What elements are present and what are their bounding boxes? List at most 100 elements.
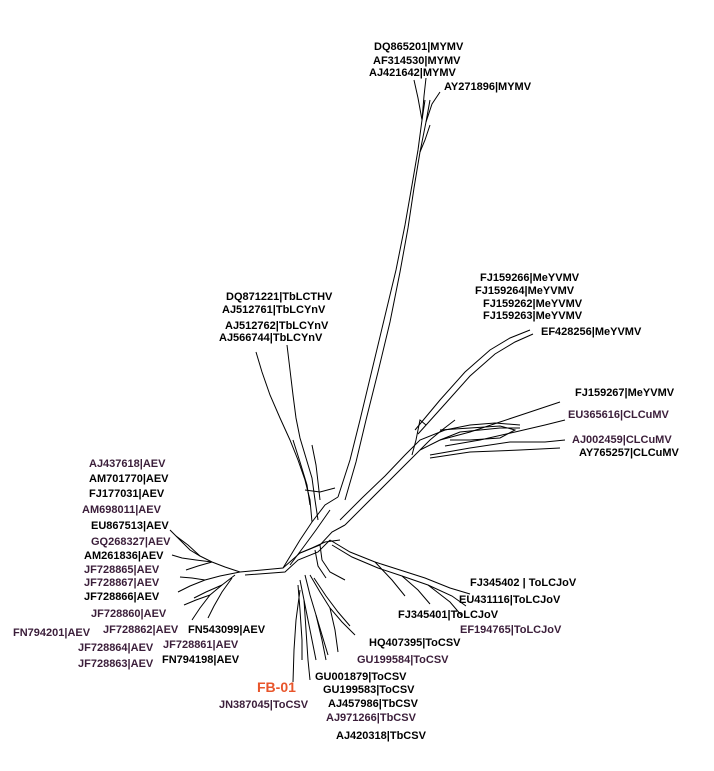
taxon-label: AM698011|AEV xyxy=(82,504,162,516)
meyvmv-branch xyxy=(444,419,566,447)
taxon-label: GQ268327|AEV xyxy=(91,536,171,548)
aev-branch xyxy=(191,574,236,621)
meyvmv-branch xyxy=(344,427,520,526)
taxon-label: GU001879|ToCSV xyxy=(315,671,407,683)
meyvmv-branch xyxy=(417,333,534,435)
aev-branch xyxy=(179,576,206,581)
core-branch xyxy=(289,509,331,566)
taxon-label: JF728862|AEV xyxy=(103,624,179,636)
taxon-label: FN794198|AEV xyxy=(162,654,240,666)
taxon-label: AJ420318|TbCSV xyxy=(336,730,427,742)
taxon-label: AJ512762|TbLCYnV xyxy=(225,320,329,332)
core-branch xyxy=(319,544,346,581)
tblc-branch xyxy=(304,487,336,493)
taxon-label: JF728863|AEV xyxy=(78,658,154,670)
taxon-label: JN387045|ToCSV xyxy=(219,699,309,711)
taxon-label: EF194765|ToLCJoV xyxy=(460,624,562,636)
mymv-branch xyxy=(337,99,426,498)
taxon-label: FJ159266|MeYVMV xyxy=(480,272,580,284)
taxon-label: EU867513|AEV xyxy=(91,520,169,532)
taxon-label: AJ002459|CLCuMV xyxy=(572,434,672,446)
tocsv-branch xyxy=(292,589,301,683)
highlighted-isolate-label: FB-01 xyxy=(257,679,296,695)
tocsv-branch xyxy=(299,579,317,661)
taxon-label: DQ865201|MYMV xyxy=(374,41,464,53)
taxon-label: AJ512761|TbLCYnV xyxy=(222,304,326,316)
taxon-label: EF428256|MeYVMV xyxy=(541,326,642,338)
taxon-label: GU199584|ToCSV xyxy=(357,654,449,666)
taxon-label: EU431116|ToLCJoV xyxy=(459,594,561,606)
taxon-label: AM701770|AEV xyxy=(89,473,169,485)
taxon-label: AY765257|CLCuMV xyxy=(579,447,680,459)
taxon-label: AJ421642|MYMV xyxy=(369,67,457,79)
aev-branch xyxy=(183,594,211,606)
meyvmv-branch xyxy=(419,419,456,451)
taxon-label: EU365616|CLCuMV xyxy=(568,409,670,421)
aev-branch xyxy=(169,529,241,573)
tolcjov-branch xyxy=(329,539,471,595)
aev-branch xyxy=(177,571,241,593)
tolcjov-branch xyxy=(374,561,406,597)
mymv-branch xyxy=(413,79,423,121)
core-branch xyxy=(314,549,327,579)
taxon-label: JF728867|AEV xyxy=(84,577,160,589)
taxon-label: FJ159267|MeYVMV xyxy=(575,387,675,399)
taxon-label: FJ159263|MeYVMV xyxy=(483,310,583,322)
meyvmv-branch xyxy=(429,439,566,456)
taxon-label: AM261836|AEV xyxy=(84,550,164,562)
tblc-branch xyxy=(311,444,321,501)
aev-branch xyxy=(185,561,213,571)
taxon-label: JF728865|AEV xyxy=(84,564,160,576)
mymv-branch xyxy=(421,77,427,121)
aev-branch xyxy=(171,554,213,563)
tolcjov-branch xyxy=(331,544,467,607)
meyvmv-branch xyxy=(429,447,561,459)
mymv-branch xyxy=(419,124,431,153)
meyvmv-branch xyxy=(439,401,561,441)
taxon-label: AJ971266|TbCSV xyxy=(326,712,417,724)
taxon-label: JF728864|AEV xyxy=(78,642,154,654)
taxon-labels: DQ865201|MYMV AF314530|MYMV AJ421642|MYM… xyxy=(13,41,680,742)
taxon-label: FJ345401|ToLCJoV xyxy=(398,609,499,621)
taxon-label: FJ159262|MeYVMV xyxy=(483,298,583,310)
taxon-label: FN543099|AEV xyxy=(188,624,266,636)
taxon-label: FJ177031|AEV xyxy=(89,488,165,500)
mymv-branch xyxy=(344,99,431,501)
tocsv-branch xyxy=(313,577,351,627)
taxon-label: FN794201|AEV xyxy=(13,627,91,639)
network-branches xyxy=(169,77,566,683)
meyvmv-branch xyxy=(414,329,531,431)
tblc-branch xyxy=(286,344,319,521)
core-branch xyxy=(244,539,331,576)
tocsv-branch xyxy=(303,599,311,681)
taxon-label: JF728861|AEV xyxy=(163,639,239,651)
tblc-branch xyxy=(292,439,311,506)
taxon-label: HQ407395|ToCSV xyxy=(369,637,461,649)
tblc-branch xyxy=(255,351,313,523)
mymv-branch xyxy=(425,91,441,123)
taxon-label: JF728866|AEV xyxy=(84,591,160,603)
taxon-label: AY271896|MYMV xyxy=(444,81,532,93)
aev-branch xyxy=(175,535,201,557)
taxon-label: JF728860|AEV xyxy=(91,608,167,620)
taxon-label: AJ457986|TbCSV xyxy=(328,698,419,710)
tolcjov-branch xyxy=(427,584,463,617)
aev-branch xyxy=(193,584,223,599)
meyvmv-branch xyxy=(411,419,427,456)
taxon-label: AJ437618|AEV xyxy=(89,458,166,470)
aev-branch xyxy=(207,577,233,619)
taxon-label: FJ159264|MeYVMV xyxy=(475,285,575,297)
taxon-label: FJ345402 | ToLCJoV xyxy=(470,577,577,589)
taxon-label: AF314530|MYMV xyxy=(373,55,461,67)
tolcjov-branch xyxy=(401,575,431,605)
meyvmv-branch xyxy=(339,422,521,521)
tocsv-branch xyxy=(329,607,339,653)
meyvmv-branch xyxy=(439,425,517,441)
taxon-label: DQ871221|TbLCTHV xyxy=(226,291,333,303)
taxon-label: AJ566744|TbLCYnV xyxy=(219,332,323,344)
taxon-label: GU199583|ToCSV xyxy=(323,684,415,696)
tocsv-branch xyxy=(315,614,327,661)
tocsv-branch xyxy=(297,584,303,660)
